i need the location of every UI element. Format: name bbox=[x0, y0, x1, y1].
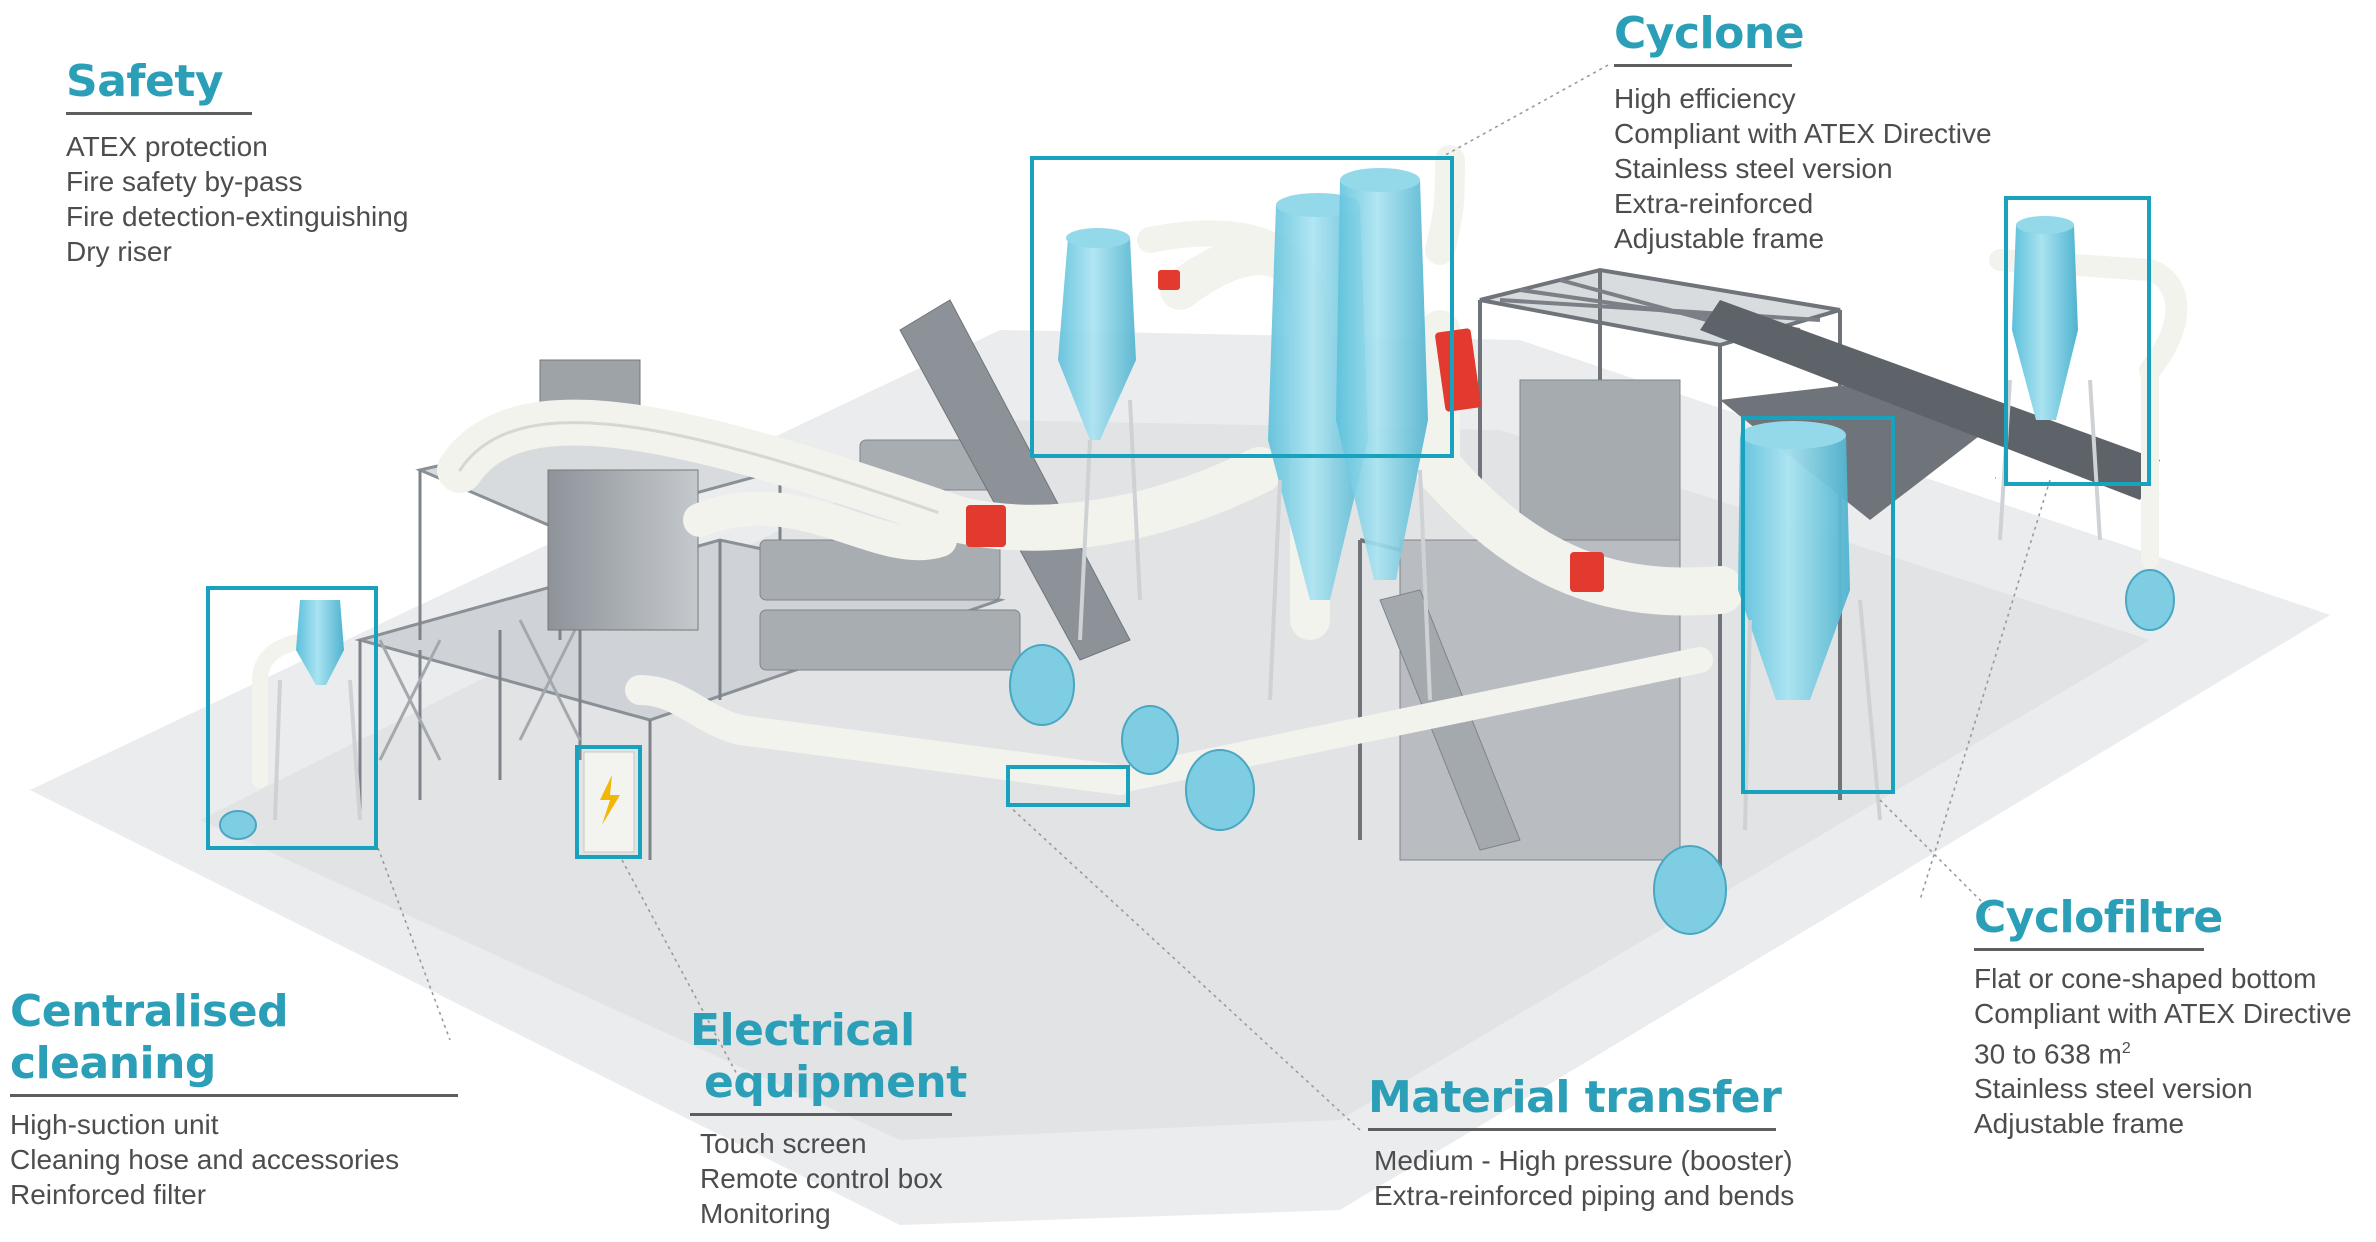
cyclone-icon bbox=[296, 168, 1850, 700]
shredder-top bbox=[1519, 379, 1681, 541]
box-electrical bbox=[575, 745, 642, 859]
list-item: Medium - High pressure (booster) bbox=[1374, 1145, 1793, 1176]
leader-lines bbox=[377, 63, 2051, 1131]
centralised-cleaning-rule bbox=[10, 1094, 458, 1097]
cyclofiltre-list: Flat or cone-shaped bottom Compliant wit… bbox=[1974, 961, 2374, 1141]
safety-title: Safety bbox=[66, 56, 224, 107]
safety-list: ATEX protection Fire safety by-pass Fire… bbox=[66, 129, 466, 269]
callout-electrical-equipment: Electrical equipment Touch screen Remote… bbox=[690, 1005, 1020, 1231]
cyclone-legs bbox=[273, 379, 2102, 831]
cyclone-title: Cyclone bbox=[1614, 8, 1805, 59]
unit-superscript: 2 bbox=[2121, 1040, 2131, 1057]
material-transfer-rule bbox=[1368, 1128, 1776, 1131]
cyclofiltre-rule bbox=[1974, 948, 2204, 951]
list-item: Monitoring bbox=[700, 1198, 831, 1229]
fan-icon bbox=[219, 569, 2175, 935]
list-item: Compliant with ATEX Directive bbox=[1614, 118, 1992, 149]
cyclofiltre-icon bbox=[2012, 216, 2078, 420]
list-item: Cleaning hose and accessories bbox=[10, 1144, 400, 1175]
list-item: Remote control box bbox=[700, 1163, 943, 1194]
electrical-cabinet-icon bbox=[583, 751, 635, 853]
material-transfer-list: Medium - High pressure (booster) Extra-r… bbox=[1368, 1143, 1828, 1213]
hopper bbox=[547, 469, 699, 631]
electrical-equipment-rule bbox=[690, 1113, 952, 1116]
list-item: Fire detection-extinguishing bbox=[66, 201, 409, 232]
area-range: 30 to 638 m bbox=[1974, 1038, 2122, 1070]
callout-cyclofiltre: Cyclofiltre Flat or cone-shaped bottom C… bbox=[1974, 892, 2374, 1141]
list-item: Stainless steel version bbox=[1614, 153, 1893, 184]
valve-icon bbox=[966, 270, 2058, 592]
list-item: Extra-reinforced bbox=[1614, 188, 1814, 219]
electrical-equipment-title-line2: equipment bbox=[704, 1057, 967, 1108]
material-transfer-title: Material transfer bbox=[1368, 1072, 1782, 1123]
list-item: Reinforced filter bbox=[10, 1179, 207, 1210]
list-item: Fire safety by-pass bbox=[66, 166, 303, 197]
box-cyclofiltre bbox=[2004, 196, 2151, 486]
box-material-transfer bbox=[1006, 765, 1130, 807]
highlight-boxes bbox=[206, 156, 2151, 859]
centralised-cleaning-title: Centralised cleaning bbox=[10, 986, 289, 1089]
safety-rule bbox=[66, 112, 252, 115]
box-large-filter bbox=[1741, 416, 1895, 794]
list-item: Stainless steel version bbox=[1974, 1073, 2253, 1105]
list-item: Adjustable frame bbox=[1614, 223, 1825, 254]
centralised-cleaning-list: High-suction unit Cleaning hose and acce… bbox=[10, 1107, 470, 1212]
list-item: High-suction unit bbox=[10, 1109, 219, 1140]
list-item: Dry riser bbox=[66, 236, 172, 267]
cyclofiltre-title: Cyclofiltre bbox=[1974, 892, 2223, 943]
list-item: Compliant with ATEX Directive bbox=[1974, 998, 2352, 1029]
list-item: Adjustable frame bbox=[1974, 1108, 2185, 1140]
callout-safety: Safety ATEX protection Fire safety by-pa… bbox=[66, 56, 466, 269]
lightning-bolt-icon bbox=[600, 775, 620, 825]
list-item: Extra-reinforced piping and bends bbox=[1374, 1180, 1795, 1211]
box-cyclone bbox=[1030, 156, 1454, 458]
list-item: High efficiency bbox=[1614, 83, 1796, 114]
callout-centralised-cleaning: Centralised cleaning High-suction unit C… bbox=[10, 986, 470, 1212]
electrical-equipment-title-line1: Electrical bbox=[690, 1005, 915, 1056]
cyclone-list: High efficiency Compliant with ATEX Dire… bbox=[1614, 81, 2034, 256]
box-centralised-cleaning bbox=[206, 586, 378, 850]
list-item: Flat or cone-shaped bottom bbox=[1974, 963, 2317, 994]
list-item: ATEX protection bbox=[66, 131, 268, 162]
long-conveyor bbox=[1700, 300, 2160, 500]
electrical-equipment-title: Electrical equipment bbox=[690, 1005, 1020, 1109]
list-item: 30 to 638 m2 bbox=[1974, 1031, 2374, 1071]
list-item: Touch screen bbox=[700, 1128, 867, 1159]
electrical-equipment-list: Touch screen Remote control box Monitori… bbox=[690, 1126, 1020, 1231]
callout-cyclone: Cyclone High efficiency Compliant with A… bbox=[1614, 8, 2034, 256]
cyclone-rule bbox=[1614, 64, 1792, 67]
callout-material-transfer: Material transfer Medium - High pressure… bbox=[1368, 1072, 1828, 1213]
